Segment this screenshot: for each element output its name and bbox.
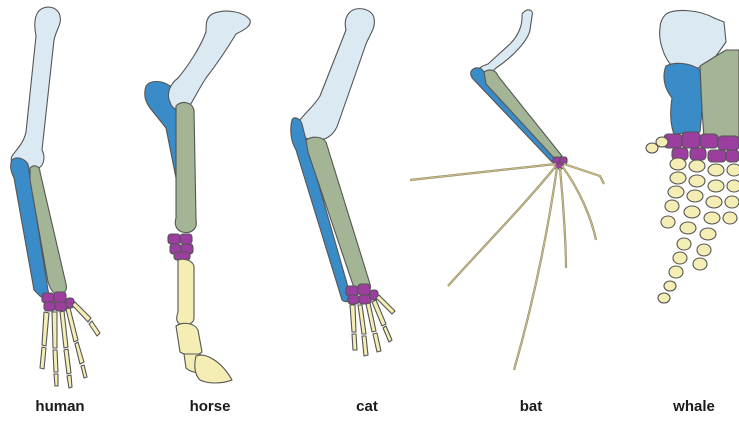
label-human: human — [35, 398, 84, 415]
horse-ulna — [175, 103, 196, 233]
cat-limb — [291, 9, 395, 356]
human-humerus — [11, 7, 60, 170]
cat-humerus — [299, 9, 375, 141]
whale-radius — [664, 63, 702, 134]
bat-radius — [471, 68, 556, 162]
whale-carpals — [664, 132, 739, 162]
whale-ulna — [700, 50, 739, 140]
bat-ulna — [484, 70, 562, 160]
label-cat: cat — [356, 398, 378, 415]
label-bat: bat — [520, 398, 543, 415]
human-limb — [11, 7, 100, 388]
label-horse: horse — [190, 398, 231, 415]
bat-humerus — [478, 10, 532, 78]
bat-phalanges — [410, 164, 604, 370]
horse-carpals — [168, 234, 193, 260]
bat-limb — [410, 10, 604, 370]
horse-phalanges — [176, 259, 232, 383]
human-phalanges — [40, 302, 100, 388]
horse-humerus — [168, 11, 250, 110]
whale-phalanges — [646, 137, 739, 303]
whale-limb — [646, 11, 739, 303]
label-whale: whale — [673, 398, 715, 415]
horse-limb — [145, 11, 251, 383]
